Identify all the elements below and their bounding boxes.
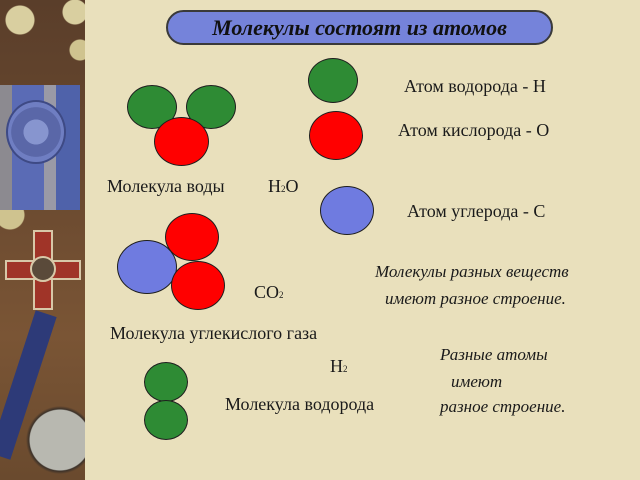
co2-formula: СО2 <box>254 282 284 302</box>
medal-strap <box>0 310 57 460</box>
h2-hydrogen-atom-bottom <box>144 400 188 440</box>
co2-molecule-label: Молекула углекислого газа <box>110 323 318 343</box>
medal-rosette <box>6 100 66 164</box>
co2-carbon-atom <box>117 240 177 294</box>
note-different-atoms-line1: Разные атомы <box>440 345 548 364</box>
note-different-substances-line1: Молекулы разных веществ <box>375 262 569 281</box>
h2-molecule-label: Молекула водорода <box>225 394 375 414</box>
legend-hydrogen-atom <box>308 58 358 103</box>
slide-title: Молекулы состоят из атомов <box>166 10 553 45</box>
note-different-atoms-line3: разное строение. <box>440 397 566 416</box>
note-different-atoms-line2: имеют <box>451 372 503 391</box>
medal-cross <box>5 230 81 310</box>
legend-oxygen-atom <box>309 111 363 160</box>
decorative-sidebar-image <box>0 0 85 480</box>
legend-carbon-label: Атом углерода - С <box>407 201 546 221</box>
slide-title-text: Молекулы состоят из атомов <box>212 14 507 40</box>
note-different-substances-line2: имеют разное строение. <box>385 289 566 308</box>
co2-oxygen-atom-top <box>165 213 219 261</box>
legend-hydrogen-label: Атом водорода - Н <box>404 76 546 96</box>
h2-hydrogen-atom-top <box>144 362 188 402</box>
legend-oxygen-label: Атом кислорода - О <box>398 120 550 140</box>
water-molecule-label: Молекула воды <box>107 176 225 196</box>
co2-oxygen-atom-bottom <box>171 261 225 310</box>
legend-carbon-atom <box>320 186 374 235</box>
h2-formula: Н2 <box>330 356 348 376</box>
water-oxygen-atom <box>154 117 209 166</box>
water-formula: Н2О <box>268 176 299 196</box>
